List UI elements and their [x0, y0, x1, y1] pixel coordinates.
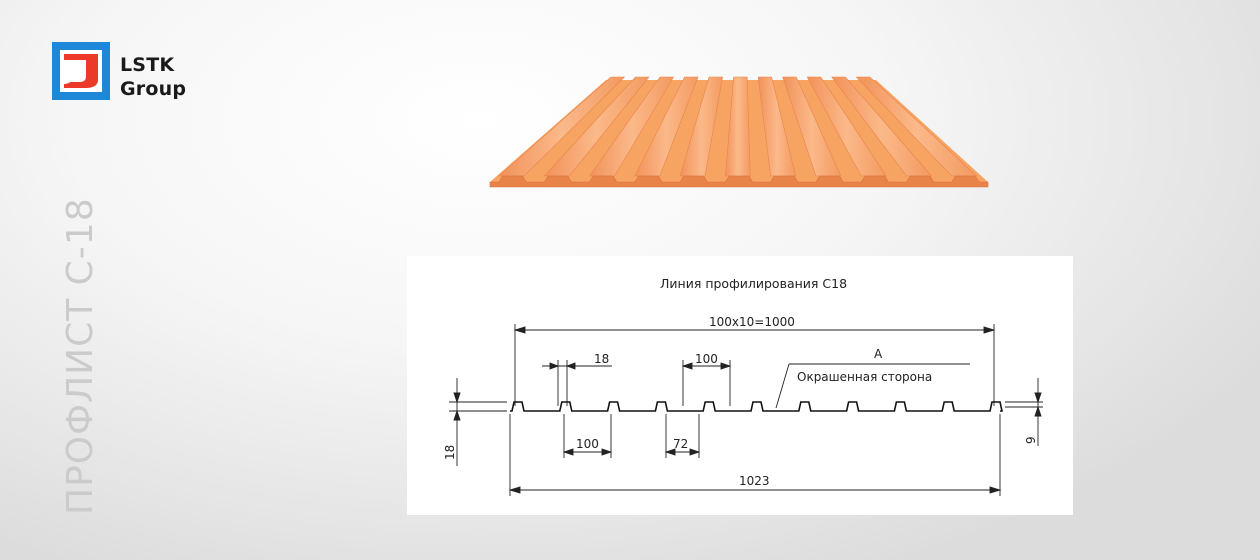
dim-pitch-top: 100 — [695, 352, 718, 366]
dim-edge: 9 — [1024, 436, 1038, 444]
dim-width: 1023 — [739, 474, 770, 488]
brand-name: LSTK Group — [120, 53, 186, 101]
dim-height: 18 — [443, 445, 457, 460]
drawing-title: Линия профилирования С18 — [660, 276, 847, 291]
callout-text: Окрашенная сторона — [797, 370, 932, 384]
dim-valley: 72 — [673, 437, 688, 451]
dim-total: 100x10=1000 — [709, 315, 795, 329]
brand-logo: LSTK Group — [52, 42, 192, 102]
dim-pitch-bottom: 100 — [576, 437, 599, 451]
brand-line1: LSTK — [120, 54, 175, 76]
callout-letter: A — [874, 347, 883, 361]
lstk-logo-icon — [52, 42, 110, 100]
profile-drawing: Линия профилирования С18 100x10=1000 18 … — [407, 256, 1073, 515]
profile-drawing-svg: Линия профилирования С18 100x10=1000 18 … — [443, 276, 1043, 496]
side-title: ПРОФЛИСТ С-18 — [60, 197, 101, 515]
dim-rib-top: 18 — [594, 352, 609, 366]
profile-line — [510, 401, 1003, 412]
corrugated-sheet-icon — [489, 76, 989, 188]
brand-line2: Group — [120, 78, 187, 100]
